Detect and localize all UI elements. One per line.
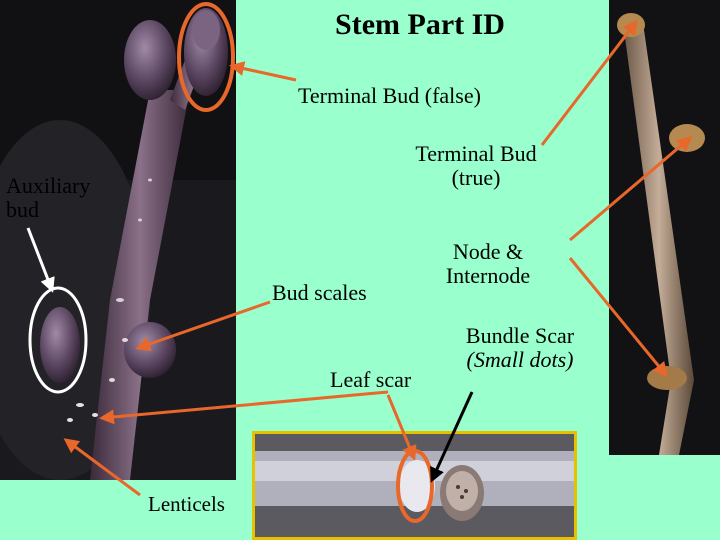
terminal-bud-true-line2: (true) bbox=[396, 166, 556, 190]
twig-photo-right bbox=[609, 0, 720, 455]
terminal-bud-true-label: Terminal Bud (true) bbox=[396, 142, 556, 190]
false-terminal-bud-left bbox=[124, 20, 176, 100]
leaf-scar-shape bbox=[399, 460, 435, 512]
node-internode-line2: Internode bbox=[428, 264, 548, 288]
lenticels-label: Lenticels bbox=[146, 493, 227, 516]
leaf-scar-label: Leaf scar bbox=[330, 368, 411, 392]
node-internode-line1: Node & bbox=[428, 240, 548, 264]
auxiliary-bud-shape bbox=[40, 307, 80, 383]
bundle-scar-line1: Bundle Scar bbox=[452, 324, 588, 348]
slide-title: Stem Part ID bbox=[300, 8, 540, 41]
bundle-scar-line2: (Small dots) bbox=[452, 348, 588, 372]
auxiliary-bud-line2: bud bbox=[6, 198, 90, 222]
leaf-scar-photo bbox=[252, 431, 577, 540]
auxiliary-bud-line1: Auxiliary bbox=[6, 174, 90, 198]
terminal-bud-true-line1: Terminal Bud bbox=[396, 142, 556, 166]
terminal-bud-false-label: Terminal Bud (false) bbox=[298, 84, 481, 108]
terminal-bud-false-arrow bbox=[232, 66, 296, 80]
bundle-scar-label: Bundle Scar (Small dots) bbox=[452, 324, 588, 372]
bud-scales-label: Bud scales bbox=[272, 281, 367, 305]
node-internode-label: Node & Internode bbox=[428, 240, 548, 288]
auxiliary-bud-label: Auxiliary bud bbox=[6, 174, 90, 222]
twig-photo-left bbox=[0, 0, 236, 480]
